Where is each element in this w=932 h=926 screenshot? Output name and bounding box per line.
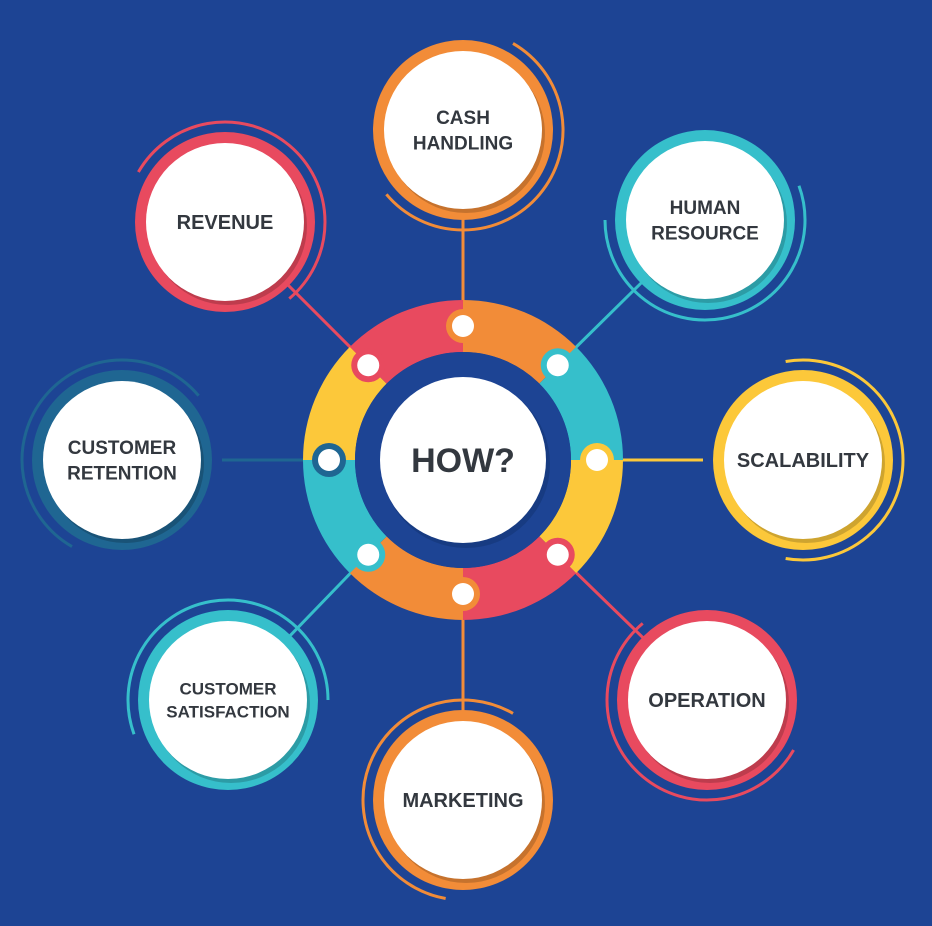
node-label: MARKETING xyxy=(402,790,523,812)
ring-dot xyxy=(452,583,474,605)
node-circle xyxy=(149,621,307,779)
node-label: HANDLING xyxy=(413,134,513,155)
node-circle xyxy=(384,51,542,209)
node-outer-arc xyxy=(385,42,565,232)
node-revenue: REVENUE xyxy=(135,120,327,312)
node-outer-arc xyxy=(20,358,200,548)
node-human-resource: HUMAN RESOURCE xyxy=(603,130,807,322)
ring-dot xyxy=(546,543,569,566)
node-outer-arc xyxy=(137,120,327,300)
node-outer-arc xyxy=(605,622,795,802)
node-operation: OPERATION xyxy=(605,610,797,802)
node-outer-arc xyxy=(361,698,514,900)
node-customer-retention: CUSTOMER RETENTION xyxy=(20,358,212,550)
node-circle xyxy=(628,621,786,779)
node-scalability: SCALABILITY xyxy=(713,358,905,562)
node-label: SATISFACTION xyxy=(166,703,289,722)
node-label: REVENUE xyxy=(177,212,274,234)
node-label: CUSTOMER xyxy=(68,438,177,459)
node-label: CUSTOMER xyxy=(180,680,277,699)
node-circle xyxy=(43,381,201,539)
node-marketing: MARKETING xyxy=(361,698,553,900)
ring-dot xyxy=(546,354,569,377)
node-circle xyxy=(384,721,542,879)
ring-dot xyxy=(452,315,474,337)
node-circle xyxy=(146,143,304,301)
node-customer-satisfaction: CUSTOMER SATISFACTION xyxy=(126,598,330,790)
node-circle xyxy=(626,141,784,299)
center-label: HOW? xyxy=(411,442,515,480)
node-label: OPERATION xyxy=(648,690,765,712)
node-outer-arc xyxy=(785,358,905,562)
node-circle xyxy=(724,381,882,539)
center-circle xyxy=(380,377,546,543)
ring-dot xyxy=(357,354,380,377)
node-cash-handling: CASH HANDLING xyxy=(373,40,565,232)
ring-dot xyxy=(586,449,608,471)
node-label: RESOURCE xyxy=(651,224,759,245)
ring-dot xyxy=(318,449,340,471)
node-label: RETENTION xyxy=(67,464,177,485)
node-label: CASH xyxy=(436,108,490,129)
ring-dot xyxy=(357,543,380,566)
node-outer-arc xyxy=(126,598,330,735)
node-label: HUMAN xyxy=(670,198,741,219)
node-outer-arc xyxy=(603,185,807,322)
node-label: SCALABILITY xyxy=(737,450,870,472)
